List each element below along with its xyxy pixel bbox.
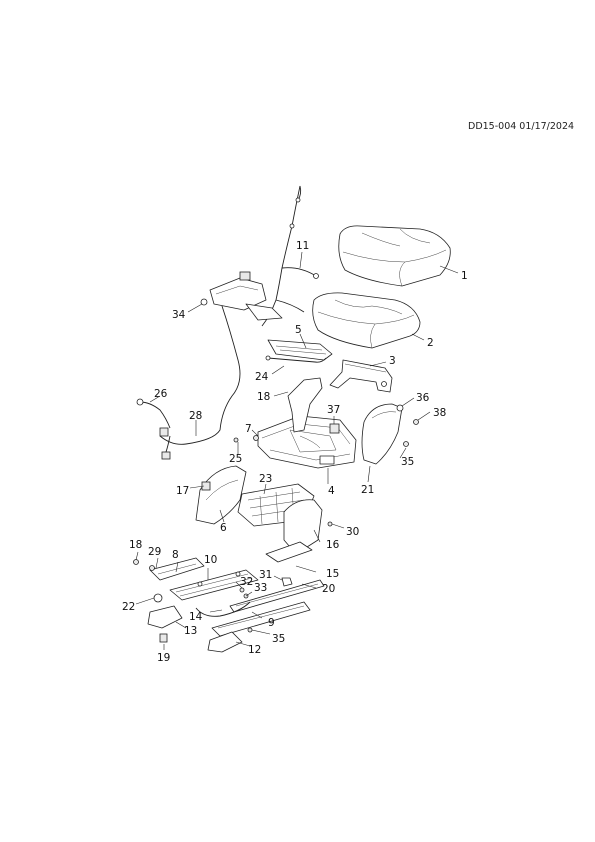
part-14-cable [195, 601, 251, 617]
callout-20: 20 [322, 583, 335, 595]
part-35-bolt-upper [403, 441, 409, 447]
callout-36: 36 [416, 392, 430, 404]
callout-34: 34 [172, 309, 186, 321]
part-1-seat-cover [338, 225, 451, 287]
part-30-bolt [327, 521, 333, 527]
part-37-clip [329, 423, 340, 434]
callout-15: 15 [326, 568, 339, 580]
callout-30: 30 [346, 526, 359, 538]
callout-21: 21 [361, 484, 374, 496]
callout-2: 2 [427, 337, 434, 349]
callout-24: 24 [255, 371, 269, 383]
part-32-pin [239, 587, 245, 593]
part-19-cap [159, 633, 168, 643]
part-9-lower-rail [211, 601, 311, 637]
part-13-foot-cover [147, 605, 183, 629]
part-25-fastener [233, 437, 239, 443]
callout-10: 10 [204, 554, 217, 566]
callout-37: 37 [327, 404, 340, 416]
callout-11: 11 [296, 240, 309, 252]
callout-22: 22 [122, 601, 135, 613]
part-28-harness-wire [159, 305, 241, 445]
callout-5: 5 [295, 324, 302, 336]
part-6-side-shield [195, 465, 247, 525]
callout-labels: 1 2 3 4 5 6 7 8 9 10 11 12 13 14 15 16 1… [122, 240, 468, 664]
part-4-seat-frame [257, 415, 357, 469]
callout-35-lower: 35 [272, 633, 285, 645]
part-3-rear-bracket [329, 359, 393, 393]
callout-12: 12 [248, 644, 261, 656]
callout-38: 38 [433, 407, 446, 419]
callout-18-upper: 18 [257, 391, 270, 403]
part-18-bracket-upper [287, 377, 323, 433]
callout-7: 7 [245, 423, 252, 435]
part-11-main-harness [261, 185, 319, 327]
callout-8: 8 [172, 549, 179, 561]
part-12-foot-cover [207, 631, 243, 653]
callout-19: 19 [157, 652, 170, 664]
part-36-bolt [396, 404, 404, 412]
callout-1: 1 [461, 270, 468, 282]
part-2-seat-pad [312, 292, 421, 349]
part-38-bolt [413, 419, 419, 425]
part-8-track-upper [149, 557, 205, 581]
leader-lines [135, 251, 459, 650]
callout-32: 32 [240, 576, 253, 588]
part-31-nut [281, 577, 293, 587]
part-5-sensor-mat [267, 339, 333, 361]
callout-18-lower: 18 [129, 539, 142, 551]
part-7-fastener [253, 435, 259, 441]
part-10-track-assembly [169, 569, 259, 601]
callout-29: 29 [148, 546, 161, 558]
callout-14: 14 [189, 611, 203, 623]
document-code: DD15-004 01/17/2024 [468, 121, 575, 132]
part-18-bolt-lower [133, 559, 139, 565]
callout-4: 4 [328, 485, 335, 497]
callout-35-upper: 35 [401, 456, 414, 468]
callout-13: 13 [184, 625, 197, 637]
callout-17: 17 [176, 485, 189, 497]
part-21-side-shield [361, 403, 403, 465]
callout-26: 26 [154, 388, 168, 400]
callout-25: 25 [229, 453, 242, 465]
callout-9: 9 [268, 617, 275, 629]
part-26-connector [136, 398, 171, 460]
callout-6: 6 [220, 522, 227, 534]
callout-16: 16 [326, 539, 340, 551]
part-24-harness-strip [265, 355, 327, 363]
part-15-bracket [265, 541, 313, 563]
callout-28: 28 [189, 410, 202, 422]
callout-3: 3 [389, 355, 396, 367]
part-22-spring [153, 593, 163, 603]
part-35-bolt-lower [247, 627, 253, 633]
callout-31: 31 [259, 569, 272, 581]
callout-23: 23 [259, 473, 272, 485]
part-34-module [200, 271, 283, 321]
callout-33: 33 [254, 582, 267, 594]
